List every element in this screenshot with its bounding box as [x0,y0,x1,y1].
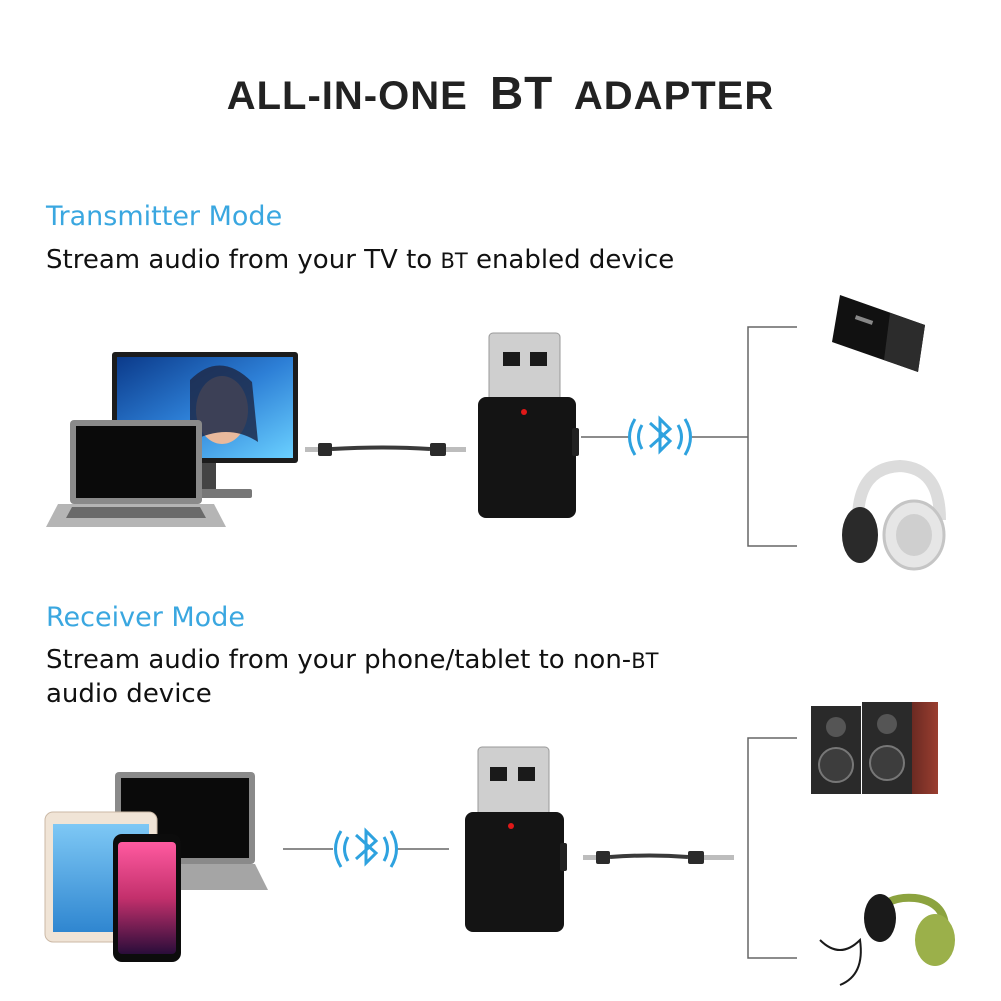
transmitter-heading: Transmitter Mode [46,201,283,232]
transmitter-description: Stream audio from your TV to BT enabled … [46,244,674,278]
usb-adapter-icon [465,746,567,932]
laptop-icon [46,420,226,527]
title-part-3: ADAPTER [573,74,775,118]
usb-adapter-icon [478,332,579,518]
receiver-desc-bt: BT [631,649,659,673]
title-part-1: ALL-IN-ONE [226,74,468,118]
bluetooth-icon [334,827,398,868]
receiver-desc-line2: audio device [46,679,212,709]
receiver-desc-a: Stream audio from your phone/tablet to n… [46,645,632,675]
monitor-icon [112,352,298,498]
receiver-description: Stream audio from your phone/tablet to n… [46,644,658,711]
bluetooth-icon [628,415,692,456]
audio-cable-icon [305,443,466,456]
headphones-icon [842,459,946,571]
audio-cable-icon [583,851,734,864]
transmitter-desc-b: enabled device [467,245,675,275]
transmitter-desc-bt: BT [440,249,468,273]
receiver-heading: Receiver Mode [46,602,245,633]
stereo-speakers-icon [811,702,938,794]
transmitter-desc-a: Stream audio from your TV to [46,245,441,275]
phone-icon [113,834,181,962]
headphones-icon [819,893,955,986]
page-title: ALL-IN-ONE BT ADAPTER [0,66,1001,120]
bt-speaker-icon [832,295,925,372]
title-part-bt: BT [489,67,554,119]
